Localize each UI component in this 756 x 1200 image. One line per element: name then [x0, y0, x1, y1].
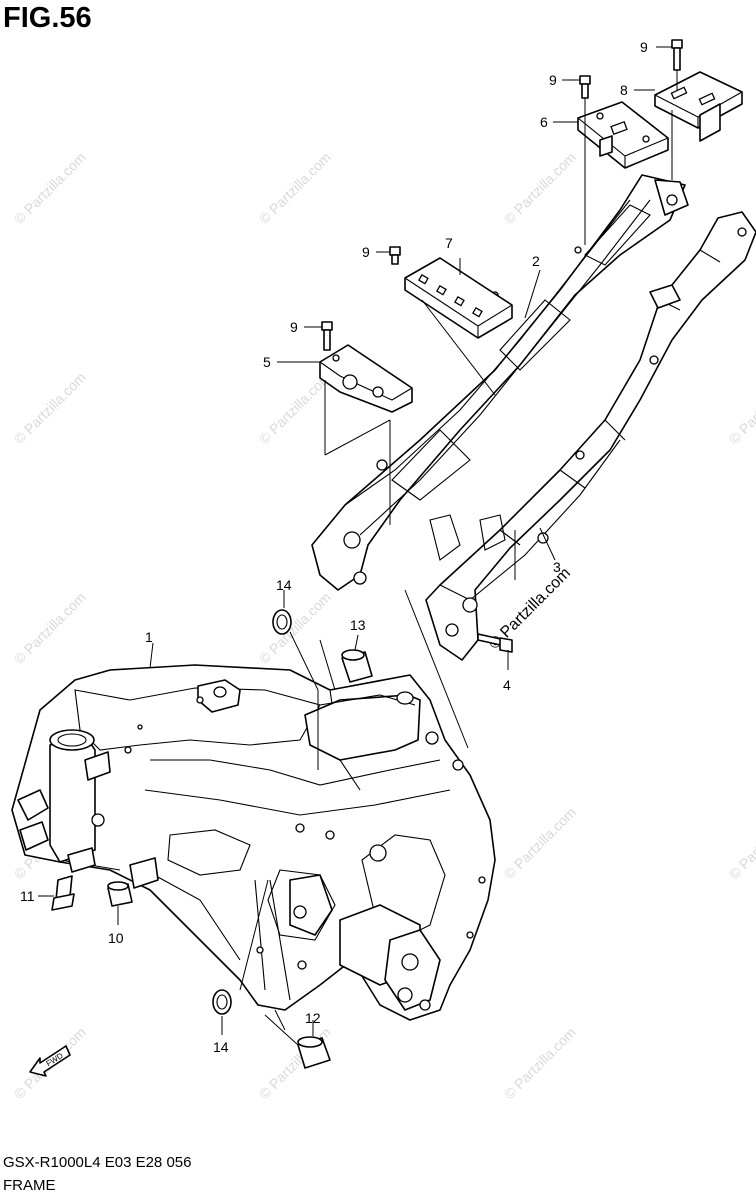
watermark-text: © Partzilla.com — [11, 149, 89, 227]
callout-12: 12 — [305, 1010, 321, 1026]
part-11-bolt — [51, 875, 75, 911]
watermark-text: © Partzilla.com — [501, 1024, 579, 1102]
callout-9-d: 9 — [290, 319, 298, 335]
part-3-seat-rail — [425, 211, 756, 661]
callout-6: 6 — [540, 114, 548, 130]
callout-11: 11 — [20, 888, 35, 904]
figure-title: FIG.56 — [3, 2, 92, 34]
callout-7: 7 — [445, 235, 453, 251]
part-2-seat-rail — [311, 174, 689, 591]
part-12-collar — [297, 1036, 331, 1069]
watermark-text: © Partzilla.com — [501, 149, 579, 227]
part-5-bracket — [319, 344, 413, 413]
model-code: GSX-R1000L4 E03 E28 056 — [3, 1154, 192, 1171]
part-13-collar — [341, 649, 373, 683]
watermark-text: © Partzilla.com — [501, 804, 579, 882]
part-14-ring-lower — [212, 989, 232, 1015]
callout-labels: 1 2 3 4 5 6 7 8 9 9 9 9 10 11 12 13 14 1… — [20, 39, 648, 1055]
part-9-bolt-d — [321, 321, 333, 351]
part-9-bolt-a — [671, 39, 683, 90]
watermark-text: © Partzilla.com — [726, 369, 756, 447]
part-4-bolt — [477, 633, 513, 653]
part-9-bolt-c — [389, 246, 401, 265]
callout-3: 3 — [553, 559, 561, 575]
callout-14-upper: 14 — [276, 577, 292, 593]
callout-9-a: 9 — [640, 39, 648, 55]
watermark-text: © Partzilla.com — [256, 589, 334, 667]
section-name: FRAME — [3, 1177, 56, 1194]
leader-lines — [38, 46, 673, 1046]
watermark-text: © Partzilla.com — [11, 369, 89, 447]
part-8-bracket — [654, 71, 743, 142]
callout-5: 5 — [263, 354, 271, 370]
callout-2: 2 — [532, 253, 540, 269]
callout-4: 4 — [503, 677, 511, 693]
part-7-plate — [404, 257, 513, 339]
part-10-collar — [107, 881, 133, 907]
watermark-text: © Partzilla.com — [256, 149, 334, 227]
part-9-bolt-b — [579, 75, 591, 118]
callout-14-lower: 14 — [213, 1039, 229, 1055]
part-6-bracket — [577, 101, 669, 169]
callout-10: 10 — [108, 930, 124, 946]
watermark-text: © Partzilla.com — [256, 369, 334, 447]
callout-8: 8 — [620, 82, 628, 98]
callout-1: 1 — [145, 629, 153, 645]
watermark-text: © Partzilla.com — [11, 589, 89, 667]
callout-9-b: 9 — [549, 72, 557, 88]
callout-13: 13 — [350, 617, 366, 633]
watermark-text: © Partzilla.com — [726, 804, 756, 882]
part-1-main-frame — [11, 664, 496, 1021]
callout-9-c: 9 — [362, 244, 370, 260]
part-14-ring-upper — [272, 609, 292, 635]
